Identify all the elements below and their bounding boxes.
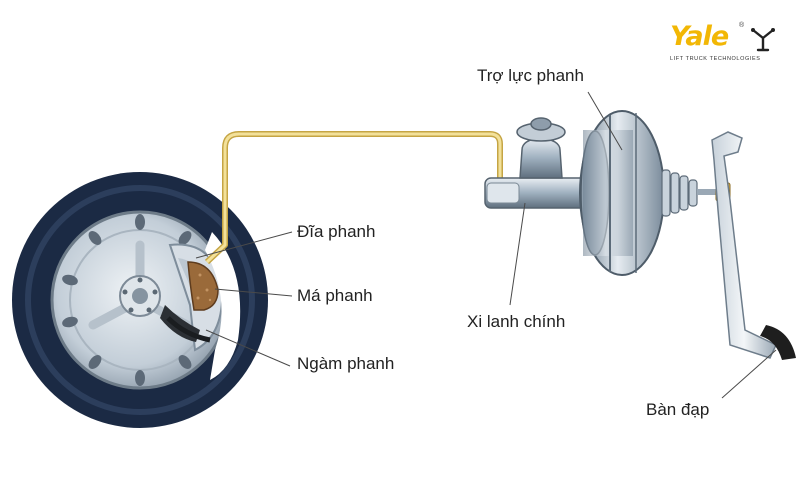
brake-booster — [579, 110, 665, 276]
logo-registered: ® — [739, 22, 745, 29]
leader-ban-dap — [721, 349, 777, 399]
brake-caliper — [160, 305, 211, 343]
master-cylinder — [484, 117, 591, 209]
logo-brand: Yale — [670, 21, 729, 52]
leader-ngam-phanh — [205, 329, 291, 367]
label-tro-luc-phanh: Trợ lực phanh — [477, 66, 584, 85]
brake-pedal — [711, 131, 796, 360]
label-xi-lanh-chinh: Xi lanh chính — [467, 312, 566, 331]
label-ma-phanh: Má phanh — [297, 286, 373, 305]
logo-mark-icon — [751, 28, 775, 52]
label-dia-phanh: Đĩa phanh — [297, 222, 376, 241]
leader-tro-luc — [587, 91, 623, 151]
leader-xi-lanh — [509, 202, 526, 306]
label-ban-dap: Bàn đạp — [646, 400, 710, 419]
yale-logo: Yale ® LIFT TRUCK TECHNOLOGIES — [670, 22, 780, 72]
label-ngam-phanh: Ngàm phanh — [297, 354, 395, 373]
leader-ma-phanh — [214, 288, 293, 297]
logo-tagline: LIFT TRUCK TECHNOLOGIES — [670, 56, 761, 62]
brake-pad — [187, 261, 219, 311]
leader-dia-phanh — [195, 231, 293, 259]
leader-lines — [195, 91, 777, 399]
